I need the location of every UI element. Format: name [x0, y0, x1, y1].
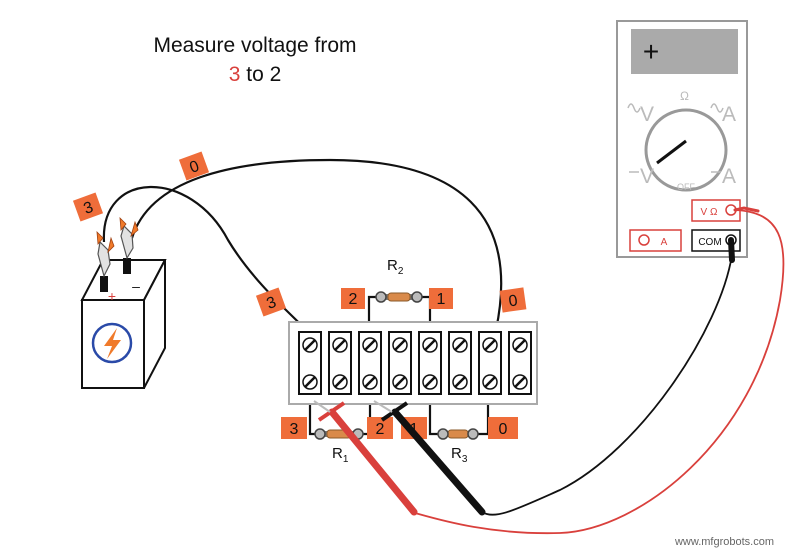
- terminal-screws: [302, 337, 528, 390]
- ac-wave-icon-right: [710, 103, 724, 113]
- jack-amps-label: A: [661, 237, 668, 248]
- multimeter-display: [631, 29, 738, 74]
- wire-tag-r3-wire-0: 0: [499, 287, 527, 313]
- rotary-dial[interactable]: [644, 108, 728, 192]
- battery: + –: [80, 258, 167, 389]
- instruction-title: Measure voltage from 3 to 2: [153, 34, 356, 86]
- watermark-text: www.mfgrobots.com: [674, 536, 774, 548]
- svg-text:2: 2: [349, 291, 358, 308]
- jack-amps[interactable]: A: [629, 229, 682, 252]
- ac-wave-icon-left: [627, 103, 641, 113]
- red-jack-plug: [733, 206, 760, 213]
- title-line-1: Measure voltage from: [153, 34, 356, 57]
- dial-label-ac-volts: V: [640, 103, 654, 126]
- title-from-node: 3: [229, 63, 241, 86]
- wire-tag-r3-right: 0: [488, 417, 518, 439]
- resistor-r2-label: R2: [387, 257, 404, 277]
- alligator-clip-positive: [96, 230, 115, 278]
- black-probe[interactable]: [373, 400, 486, 516]
- dial-label-dc-amps: A: [722, 165, 736, 188]
- resistor-r3: R3: [437, 428, 479, 465]
- wire-tag-r1-left: 3: [281, 417, 307, 439]
- wire-tag-terminal-3: 3: [255, 287, 287, 317]
- title-connector: to: [240, 63, 269, 86]
- red-probe-lead: [414, 209, 785, 535]
- wire-tags: 3 0 3 2 1 0 3 2: [72, 151, 527, 439]
- jack-com[interactable]: COM: [691, 229, 741, 252]
- svg-text:1: 1: [437, 291, 446, 308]
- battery-negative-mark: –: [132, 278, 140, 294]
- jack-vohm[interactable]: V Ω: [691, 199, 741, 222]
- resistor-r3-label: R3: [451, 445, 468, 465]
- wire-tag-battery-negative: 0: [178, 151, 210, 181]
- wire-tag-r1-right: 2: [367, 417, 393, 439]
- black-jack-plug: [728, 237, 735, 263]
- wire-tag-r2-right: 1: [429, 288, 453, 309]
- probe-leads: [414, 206, 785, 535]
- wire-node-3-left: [102, 185, 311, 335]
- wire-tag-r2-left: 2: [341, 288, 365, 309]
- dial-label-ohms: Ω: [680, 89, 689, 103]
- resistor-r1-label: R1: [332, 445, 349, 465]
- dial-label-ac-amps: A: [722, 103, 736, 126]
- battery-positive-mark: +: [108, 288, 116, 304]
- dial-labels: V Ω A V OFF A: [627, 89, 736, 192]
- jack-com-label: COM: [698, 237, 721, 248]
- svg-text:2: 2: [376, 421, 385, 438]
- svg-text:0: 0: [499, 421, 508, 438]
- dial-label-off: OFF: [677, 182, 695, 192]
- jack-vohm-label: V Ω: [701, 207, 718, 218]
- alligator-clip-negative: [119, 216, 139, 260]
- svg-text:3: 3: [290, 421, 299, 438]
- title-line-2: 3 to 2: [229, 63, 282, 86]
- title-to-node: 2: [270, 63, 282, 86]
- black-probe-lead: [481, 254, 733, 516]
- red-probe[interactable]: [313, 400, 418, 516]
- lightning-bolt-icon: [91, 322, 133, 364]
- resistor-r2: R2: [375, 257, 423, 303]
- terminal-strip: [288, 321, 538, 405]
- svg-text:0: 0: [508, 292, 519, 310]
- resistor-r1: R1: [314, 428, 364, 465]
- wire-tag-battery-positive: 3: [72, 192, 104, 222]
- dial-label-dc-volts: V: [640, 165, 654, 188]
- multimeter: + V Ω A V OFF A V Ω A: [616, 20, 748, 258]
- multimeter-display-reading: +: [643, 36, 659, 67]
